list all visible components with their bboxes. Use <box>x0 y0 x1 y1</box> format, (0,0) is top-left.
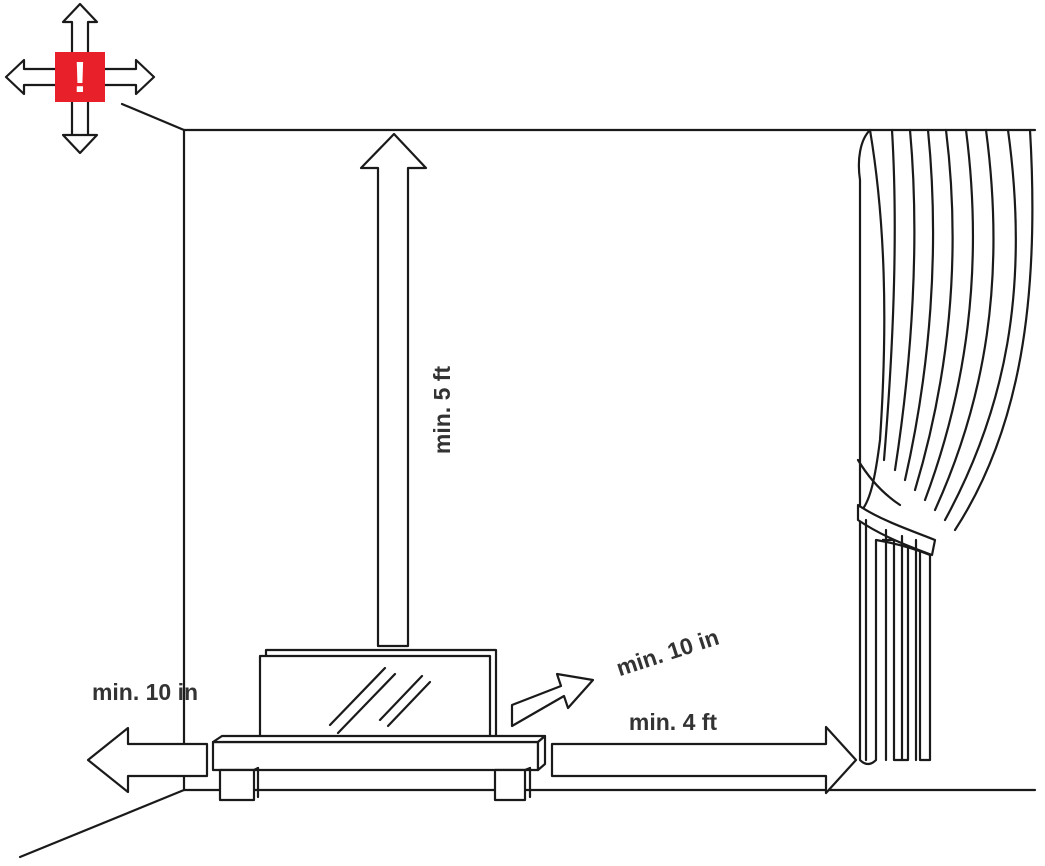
warning-square <box>55 52 105 102</box>
balance-foot-left <box>218 768 256 802</box>
front-clearance-arrow <box>550 725 858 795</box>
balance-device <box>211 648 547 802</box>
left-clearance-label: min. 10 in <box>92 679 198 705</box>
rear-clearance-label: min. 10 in <box>613 624 722 682</box>
window-curtain <box>856 128 1034 766</box>
warning-symbol: ! <box>73 53 88 102</box>
left-clearance-arrow <box>86 726 209 794</box>
balance-base <box>211 740 540 772</box>
caution-exclamation-icon: ! <box>4 2 156 155</box>
rear-clearance-arrow <box>510 672 595 728</box>
room-outline <box>18 102 1037 859</box>
top-clearance-label: min. 5 ft <box>429 366 455 455</box>
ceiling-corner-line <box>120 102 186 132</box>
front-clearance-label: min. 4 ft <box>629 709 718 735</box>
top-clearance-arrow <box>359 132 428 648</box>
balance-foot-right <box>493 768 527 802</box>
floor-corner-line <box>18 788 186 859</box>
